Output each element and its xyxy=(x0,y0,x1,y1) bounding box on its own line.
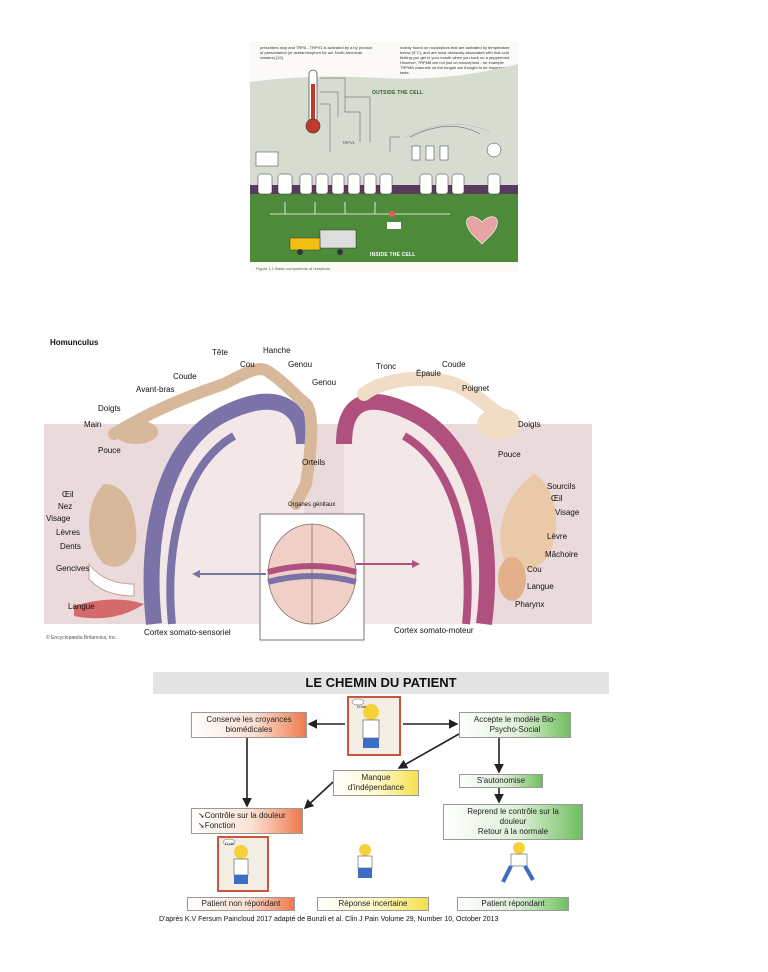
label-dents: Dents xyxy=(60,542,81,551)
label-coude-right: Coude xyxy=(442,360,466,369)
box-bps-model-line1: Accepte le modèle Bio- xyxy=(473,715,557,724)
patient-path-caption: D'après K.V Fersum Paincloud 2017 adapté… xyxy=(159,916,499,923)
label-nez: Nez xyxy=(58,502,73,511)
label-cortex-sensoriel: Cortex somato-sensoriel xyxy=(144,628,231,637)
box-biomedical-beliefs-line1: Conserve les croyances xyxy=(206,715,292,724)
receptor-text-left: prescribes stop and TRPA - TRPV1 is acti… xyxy=(260,45,373,60)
box-decreased-control-line1: ➘Contrôle sur la douleur xyxy=(198,811,286,820)
box-responder: Patient répondant xyxy=(457,897,569,911)
doh-bubble-top: D'oh! xyxy=(357,704,367,709)
flow-arrows xyxy=(217,696,535,892)
box-regain-control: Reprend le contrôle sur la douleur Retou… xyxy=(443,804,583,840)
label-pouce-left: Pouce xyxy=(98,446,121,455)
label-avant-bras: Avant-bras xyxy=(136,385,175,394)
box-decreased-control-line2: ➘Fonction xyxy=(198,821,236,830)
label-main: Main xyxy=(84,420,102,429)
label-orteils: Orteils xyxy=(302,458,326,467)
label-cou-left: Cou xyxy=(240,360,255,369)
label-visage-right: Visage xyxy=(555,508,580,517)
doh-bubble-bottom: D'oh! xyxy=(225,841,235,846)
label-cou-right: Cou xyxy=(527,565,542,574)
homunculus-figure: Homunculus Tête Hanche Cou Genou Coude A… xyxy=(44,334,592,644)
label-doigts-left: Doigts xyxy=(98,404,121,413)
box-bps-model: Accepte le modèle Bio- Psycho-Social xyxy=(459,712,571,738)
box-biomedical-beliefs: Conserve les croyances biomédicales xyxy=(191,712,307,738)
box-biomedical-beliefs-line2: biomédicales xyxy=(225,725,273,734)
label-pouce-right: Pouce xyxy=(498,450,521,459)
label-genou-2: Genou xyxy=(312,378,337,387)
label-epaule: Épaule xyxy=(416,369,441,378)
label-organes-genitaux: Organes génitaux xyxy=(288,502,336,508)
label-pharynx: Pharynx xyxy=(515,600,545,609)
label-poignet: Poignet xyxy=(462,384,490,393)
label-coude-left: Coude xyxy=(173,372,197,381)
label-hanche: Hanche xyxy=(263,346,291,355)
box-autonomy-text: S'autonomise xyxy=(476,776,526,785)
label-cortex-moteur: Cortex somato-moteur xyxy=(394,626,474,635)
box-lack-independence: Manque d'indépendance xyxy=(333,770,419,796)
box-lack-independence-line1: Manque xyxy=(361,773,391,782)
label-visage-left: Visage xyxy=(46,514,71,523)
box-regain-control-line1: Reprend le contrôle sur la xyxy=(467,807,559,816)
box-non-responder: Patient non répondant xyxy=(187,897,295,911)
label-tronc: Tronc xyxy=(376,362,397,371)
inside-cell-label: INSIDE THE CELL xyxy=(370,252,416,258)
label-levre: Lèvre xyxy=(547,532,568,541)
label-langue-right: Langue xyxy=(527,582,554,591)
label-levres: Lèvres xyxy=(56,528,81,537)
box-non-responder-text: Patient non répondant xyxy=(201,899,281,908)
box-uncertain: Réponse incertaine xyxy=(317,897,429,911)
label-sourcils: Sourcils xyxy=(547,482,576,491)
britannica-copyright: © Encyclopædia Britannica, Inc. xyxy=(46,635,117,641)
box-regain-control-line3: Retour à la normale xyxy=(477,827,549,836)
box-decreased-control: ➘Contrôle sur la douleur ➘Fonction xyxy=(191,808,303,834)
receptor-diagram xyxy=(250,64,518,262)
receptor-caption: Figure 1.1 Basic components of receptors xyxy=(256,266,331,271)
homunculus-title: Homunculus xyxy=(50,338,99,347)
label-oeil-left: Œil xyxy=(62,490,74,499)
label-tete: Tête xyxy=(212,348,229,357)
box-lack-independence-line2: d'indépendance xyxy=(347,783,405,792)
receptor-text-right: mainly found on nociceptors that are act… xyxy=(400,45,511,75)
patient-path-title: LE CHEMIN DU PATIENT xyxy=(153,672,609,694)
box-bps-model-line2: Psycho-Social xyxy=(489,725,541,734)
box-responder-text: Patient répondant xyxy=(481,899,545,908)
box-uncertain-text: Réponse incertaine xyxy=(338,899,408,908)
patient-path-figure: LE CHEMIN DU PATIENT xyxy=(153,670,609,928)
box-autonomy: S'autonomise xyxy=(459,774,543,788)
label-doigts-right: Doigts xyxy=(518,420,541,429)
receptor-figure: prescribes stop and TRPA - TRPV1 is acti… xyxy=(250,42,518,272)
trpv1-label: TRPV1 xyxy=(342,140,355,145)
box-regain-control-line2: douleur xyxy=(499,817,527,826)
label-langue-left: Langue xyxy=(68,602,95,611)
outside-cell-label: OUTSIDE THE CELL xyxy=(372,90,424,96)
label-oeil-right: Œil xyxy=(551,494,563,503)
homunculus-diagram xyxy=(44,363,592,641)
label-genou-1: Genou xyxy=(288,360,313,369)
label-gencives: Gencives xyxy=(56,564,90,573)
label-machoire: Mâchoire xyxy=(545,550,578,559)
